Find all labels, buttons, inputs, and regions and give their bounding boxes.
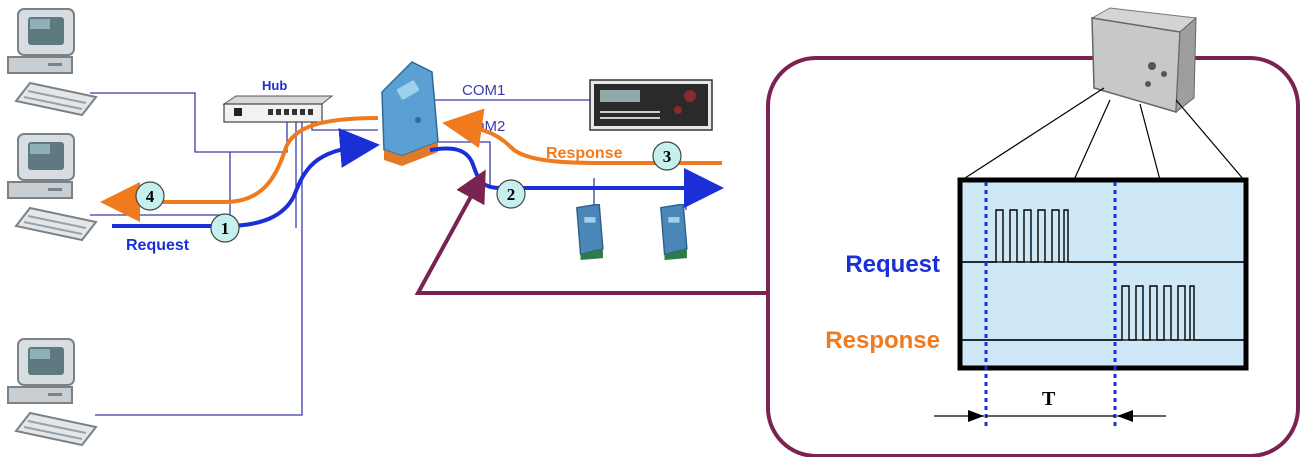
response-signal-trace: [962, 285, 1244, 341]
response-path-to-pc: [100, 116, 379, 222]
callout-pointer: [414, 169, 768, 295]
serial-ethernet-converter-icon: [381, 61, 439, 166]
timing-request-label: Request: [845, 251, 940, 278]
scope-leader-lines: [961, 87, 1245, 181]
svg-text:3: 3: [663, 147, 672, 166]
step-badge-2: 2: [496, 179, 526, 209]
multimeter-icon: [589, 79, 713, 131]
io-module-icon-1: [576, 204, 604, 260]
svg-text:4: 4: [146, 187, 155, 206]
computer-icon-2: [7, 133, 97, 241]
cable-pc2-hub: [90, 120, 297, 228]
io-module-icon-2: [660, 204, 688, 260]
request-label: Request: [126, 237, 190, 254]
scope-screen: [957, 177, 1249, 371]
request-signal-trace: [962, 209, 1244, 263]
cable-pc3-hub: [95, 120, 303, 416]
svg-text:2: 2: [507, 185, 516, 204]
response-path-to-converter: [442, 108, 722, 165]
request-path-to-converter: [112, 127, 380, 228]
com1-label: COM1: [462, 82, 505, 99]
network-hub-icon: [222, 95, 334, 123]
svg-text:1: 1: [221, 219, 230, 238]
step-badge-1: 1: [210, 213, 240, 243]
step-badge-3: 3: [652, 141, 682, 171]
computer-icon-1: [7, 8, 97, 116]
response-label: Response: [546, 145, 623, 162]
timing-response-label: Response: [825, 327, 940, 354]
interval-dimension: [934, 410, 1166, 422]
step-badge-4: 4: [135, 181, 165, 211]
computer-icon-3: [7, 338, 97, 446]
hub-label: Hub: [262, 78, 287, 93]
interval-label: T: [1042, 388, 1056, 410]
request-path-to-bus: [429, 146, 724, 208]
